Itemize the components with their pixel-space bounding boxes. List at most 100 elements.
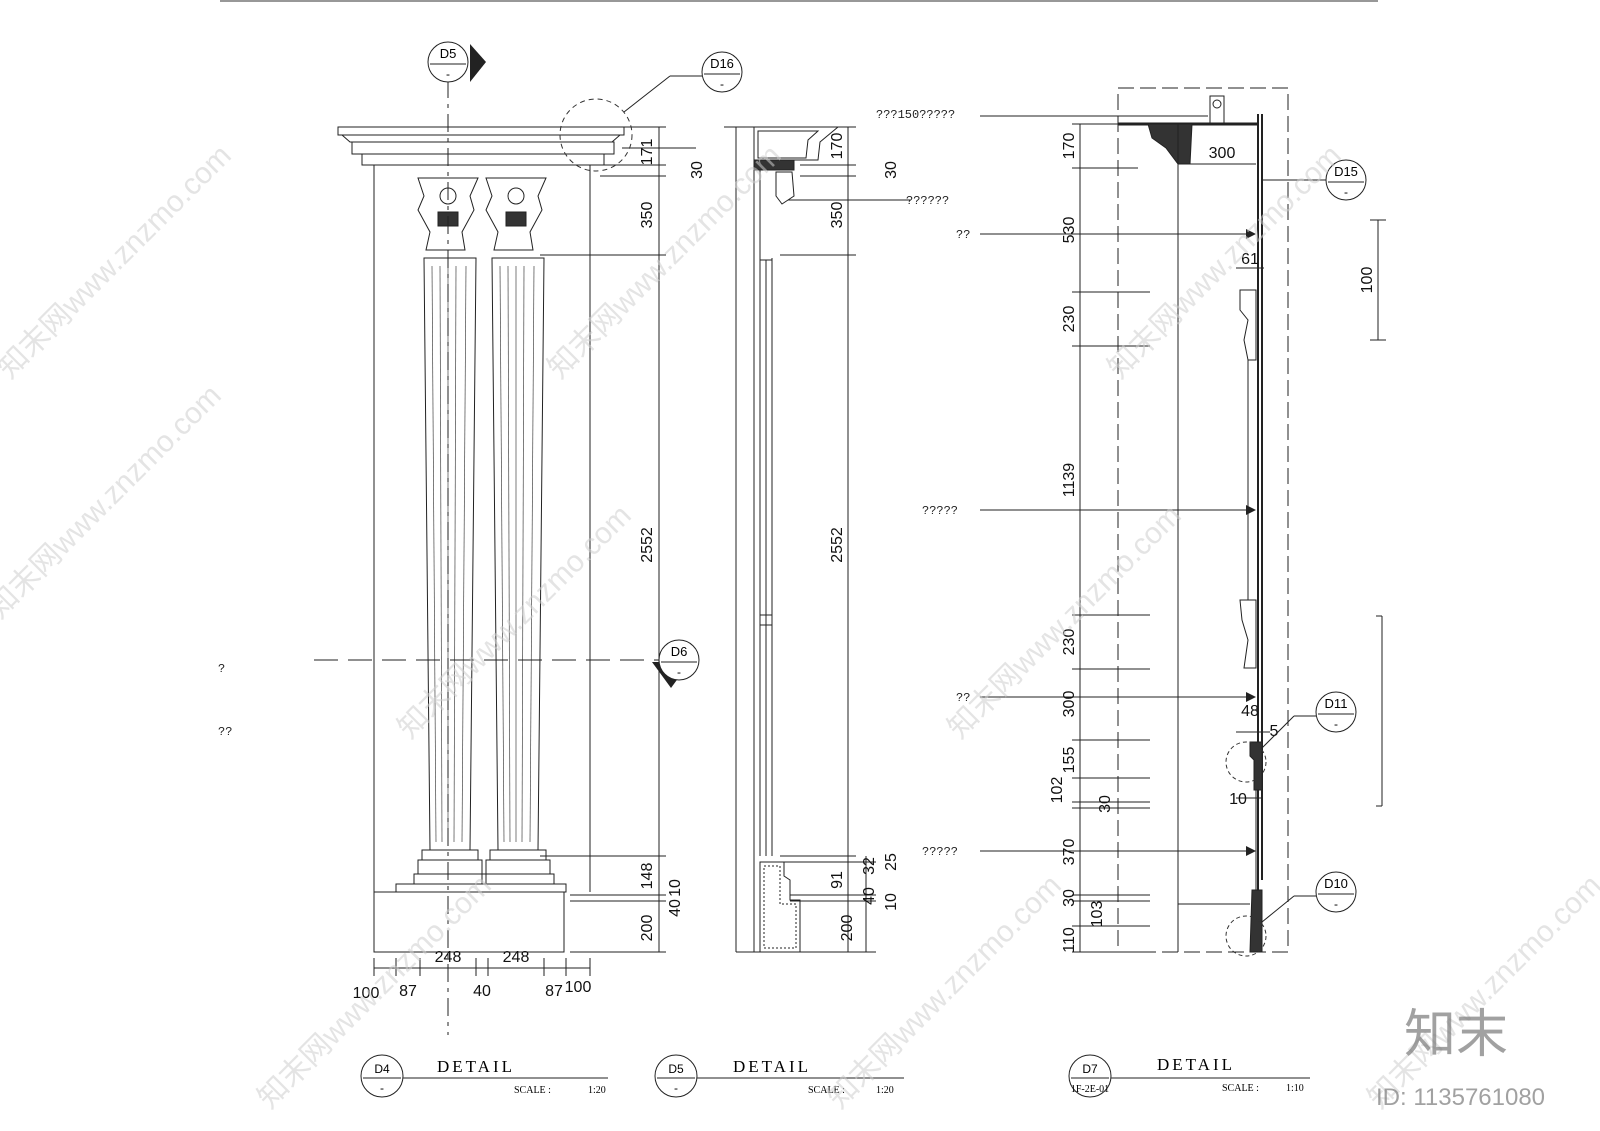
d7-dim-102: 102 bbox=[1049, 777, 1066, 804]
d7-dim-155: 155 bbox=[1061, 747, 1078, 774]
d5-dim-40: 40 bbox=[861, 887, 878, 905]
callout-d15-sub: - bbox=[1344, 185, 1348, 199]
callout-d10-sub: - bbox=[1334, 897, 1338, 911]
d7-note-4: ?? bbox=[956, 691, 970, 705]
d4-dim-2552: 2552 bbox=[639, 527, 656, 563]
title-d4-scale: 1:20 bbox=[588, 1085, 606, 1096]
callout-d10-id: D10 bbox=[1324, 876, 1348, 891]
brand-watermark: 知末 bbox=[1404, 1006, 1508, 1064]
d4-dim-248-right: 248 bbox=[503, 949, 530, 966]
callout-d16-sub: - bbox=[720, 77, 724, 91]
title-d5-sub: - bbox=[674, 1081, 678, 1095]
d7-dim-230-top: 230 bbox=[1061, 306, 1078, 333]
watermark-4: 知末网www.znzmo.com bbox=[392, 499, 638, 745]
d4-dim-171: 171 bbox=[639, 139, 656, 166]
title-d4-scale-label: SCALE : bbox=[514, 1085, 551, 1096]
d5-note: ?????? bbox=[906, 194, 949, 208]
d5-dim-32: 32 bbox=[861, 857, 878, 875]
d5-dim-350: 350 bbox=[829, 202, 846, 229]
title-d5-id: D5 bbox=[668, 1062, 684, 1076]
d4-dim-100-left: 100 bbox=[353, 985, 380, 1002]
d4-dim-100-right: 100 bbox=[565, 979, 592, 996]
callout-d15-id: D15 bbox=[1334, 164, 1358, 179]
title-d7-scale: 1:10 bbox=[1286, 1083, 1304, 1094]
d4-dim-30: 30 bbox=[689, 161, 706, 179]
d4-dim-40: 40 bbox=[667, 899, 684, 917]
callout-d11-id: D11 bbox=[1325, 696, 1348, 711]
callout-d16-id: D16 bbox=[710, 56, 734, 71]
d7-dim-30-low: 30 bbox=[1061, 889, 1078, 907]
title-d5-scale: 1:20 bbox=[876, 1085, 894, 1096]
callout-d15: D15 - bbox=[1262, 160, 1366, 200]
d4-dim-87-left: 87 bbox=[399, 983, 417, 1000]
section-d7 bbox=[980, 88, 1386, 952]
d7-dim-48: 48 bbox=[1241, 703, 1259, 720]
watermark-9: 知末网www.znzmo.com bbox=[1362, 869, 1600, 1115]
watermark-1: 知末网www.znzmo.com bbox=[0, 139, 238, 385]
title-d5-text: DETAIL bbox=[733, 1057, 811, 1076]
d4-dim-10: 10 bbox=[667, 879, 684, 897]
title-d4-id: D4 bbox=[374, 1062, 390, 1076]
d7-note-3: ????? bbox=[922, 504, 958, 518]
d7-dim-30-mid: 30 bbox=[1097, 795, 1114, 813]
d5-dim-10: 10 bbox=[883, 893, 900, 911]
d4-dim-200: 200 bbox=[639, 915, 656, 942]
d7-dim-103: 103 bbox=[1089, 901, 1106, 928]
d7-dim-230-bottom: 230 bbox=[1061, 629, 1078, 656]
d7-dim-300-top: 300 bbox=[1209, 145, 1236, 162]
title-d7-id: D7 bbox=[1082, 1062, 1098, 1076]
d5-dim-30: 30 bbox=[883, 161, 900, 179]
title-d7-text: DETAIL bbox=[1157, 1055, 1235, 1074]
callout-d5-id: D5 bbox=[440, 46, 457, 61]
d7-dim-300-left: 300 bbox=[1061, 691, 1078, 718]
callout-d10: D10 - bbox=[1226, 872, 1356, 956]
callout-d5-sub: - bbox=[446, 67, 450, 81]
title-d7-sub: 1F-2E-01 bbox=[1071, 1084, 1109, 1095]
d4-dimension-labels: 171 30 350 2552 148 10 40 200 248 248 10… bbox=[218, 139, 706, 1002]
d7-dim-110: 110 bbox=[1061, 927, 1078, 953]
d7-dim-61: 61 bbox=[1241, 251, 1259, 268]
watermark-6: 知末网www.znzmo.com bbox=[1102, 139, 1348, 385]
d5-dim-91: 91 bbox=[829, 871, 846, 889]
d7-dim-1139: 1139 bbox=[1061, 463, 1078, 498]
title-block-d5: D5 - DETAIL SCALE : 1:20 bbox=[655, 1055, 904, 1097]
title-d4-sub: - bbox=[380, 1081, 384, 1095]
d4-dim-87-right: 87 bbox=[545, 983, 563, 1000]
watermark-8: 知末网www.znzmo.com bbox=[822, 869, 1068, 1115]
d5-dim-170: 170 bbox=[829, 133, 846, 160]
elevation-d4 bbox=[314, 80, 696, 1035]
d4-left-note-2: ?? bbox=[218, 725, 232, 739]
d7-arrows bbox=[1246, 229, 1256, 856]
callout-d11-sub: - bbox=[1334, 717, 1338, 731]
d5-dim-2552: 2552 bbox=[829, 527, 846, 563]
d4-dim-248-left: 248 bbox=[435, 949, 462, 966]
d7-dim-10: 10 bbox=[1229, 791, 1247, 808]
d7-note-2: ?? bbox=[956, 228, 970, 242]
title-d4-text: DETAIL bbox=[437, 1057, 515, 1076]
d7-dim-170: 170 bbox=[1061, 133, 1078, 160]
callout-d11: D11 - bbox=[1226, 692, 1356, 782]
d7-dim-370: 370 bbox=[1061, 839, 1078, 866]
d5-dimension-labels: 170 30 350 2552 32 25 91 40 10 200 ?????… bbox=[829, 133, 949, 942]
d7-dim-5: 5 bbox=[1270, 723, 1279, 740]
d7-dim-530: 530 bbox=[1061, 217, 1078, 244]
title-d7-scale-label: SCALE : bbox=[1222, 1083, 1259, 1094]
d5-dim-25: 25 bbox=[883, 853, 900, 871]
section-arrow-d5-marker bbox=[470, 44, 486, 82]
d7-dim-100: 100 bbox=[1359, 267, 1376, 294]
d4-left-note-1: ? bbox=[218, 662, 225, 676]
d5-dim-200: 200 bbox=[839, 915, 856, 942]
callout-d6-sub: - bbox=[677, 665, 681, 679]
d7-dimension-labels: 170 530 230 1139 230 300 155 102 30 370 … bbox=[876, 108, 1376, 953]
title-block-d4: D4 - DETAIL SCALE : 1:20 bbox=[361, 1055, 608, 1097]
id-watermark: ID: 1135761080 bbox=[1376, 1084, 1545, 1111]
d4-dim-40-mid: 40 bbox=[473, 983, 491, 1000]
callout-d6-id: D6 bbox=[671, 644, 688, 659]
d7-note-5: ????? bbox=[922, 845, 958, 859]
watermark-2: 知末网www.znzmo.com bbox=[0, 379, 228, 625]
section-d5 bbox=[724, 127, 910, 952]
d7-note-ceiling: ???150????? bbox=[876, 108, 955, 122]
callout-d16: D16 - bbox=[560, 52, 742, 171]
title-block-d7: D7 1F-2E-01 DETAIL SCALE : 1:10 bbox=[1069, 1055, 1310, 1097]
